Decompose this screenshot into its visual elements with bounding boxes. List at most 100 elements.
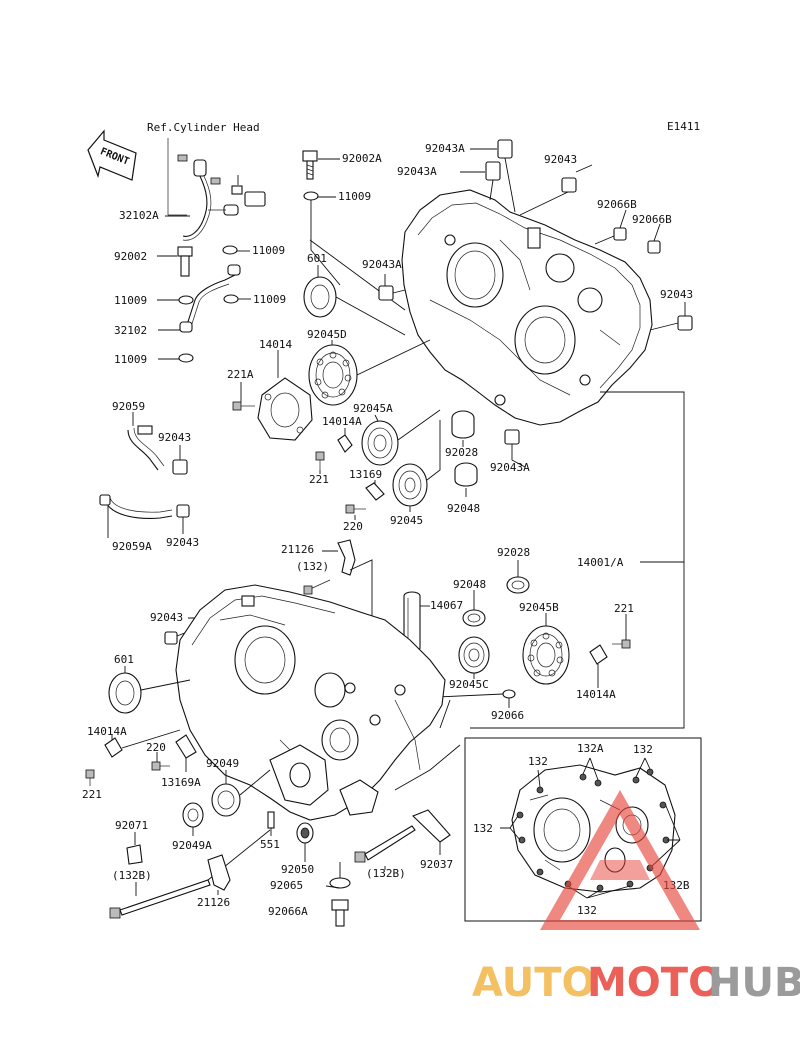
label-220-a: 220 [343,520,363,533]
washer-11009-c [178,295,194,305]
washer-11009-b [222,245,238,255]
clamp-92071 [126,844,143,865]
label-92071: 92071 [115,819,148,832]
label-132-paren: (132) [296,560,329,573]
inset-label-132A: 132A [577,742,604,755]
label-92045: 92045 [390,514,423,527]
bolt-132B-a [109,879,211,919]
label-11009-b: 11009 [252,244,285,257]
oil-seal-92049 [211,783,241,817]
watermark-hub: HUB [708,960,800,1006]
label-13169: 13169 [349,468,382,481]
label-551: 551 [260,838,280,851]
oil-pipe-32102A [167,138,266,241]
dowel-92043A-a [497,139,513,159]
screw-221-c [85,769,95,786]
plate-14014 [257,377,313,441]
label-92002: 92002 [114,250,147,263]
label-14014: 14014 [259,338,292,351]
ref-cylinder-head-note: Ref.Cylinder Head [147,121,260,134]
dowel-92043-d [677,315,693,331]
label-32102: 32102 [114,324,147,337]
label-14014A-a: 14014A [322,415,362,428]
label-92028-a: 92028 [445,446,478,459]
label-14067: 14067 [430,599,463,612]
oil-seal-601-b [108,672,142,714]
bracket-14014A-c [104,737,123,758]
automotohub-watermark: AUTO MOTO HUB [472,790,800,1006]
label-11009-c: 11009 [114,294,147,307]
label-92043-d: 92043 [660,288,693,301]
label-92066: 92066 [491,709,524,722]
plug-92066 [502,689,516,699]
label-92045B: 92045B [519,601,559,614]
screw-220-b [151,761,170,771]
label-92048-b: 92048 [453,578,486,591]
upper-crankcase [401,189,653,426]
label-92048-a: 92048 [447,502,480,515]
label-221A: 221A [227,368,254,381]
bearing-92045A [361,420,399,466]
label-132B-b: (132B) [366,867,406,880]
washer-11009-e [178,353,194,363]
front-arrow-icon: FRONT [87,129,137,181]
bolt-92002 [177,246,193,277]
bracket-14014A-b [589,644,608,665]
screw-221-b [612,639,631,649]
label-14014A-c: 14014A [87,725,127,738]
label-220-b: 220 [146,741,166,754]
bracket-21126-b [207,854,231,891]
label-14001A: 14001/A [577,556,624,569]
bolt-132B-b [354,825,416,863]
label-92065: 92065 [270,879,303,892]
label-21126: 21126 [281,543,314,556]
label-11009-e: 11009 [114,353,147,366]
bracket-14014A-a [337,434,353,453]
label-92066B-a: 92066B [597,198,637,211]
label-92059: 92059 [112,400,145,413]
label-92043-e: 92043 [150,611,183,624]
label-11009-d: 11009 [253,293,286,306]
bearing-92045B [522,625,570,685]
bearing-92045D [308,344,358,406]
bracket-21126 [337,539,356,576]
dowel-92043A-c [378,285,394,301]
label-132B-a: (132B) [112,869,152,882]
label-221-c: 221 [82,788,102,801]
dowel-92043-c [561,177,577,193]
dowel-92043-e [164,631,178,645]
bolt-92002A [302,150,318,180]
label-92043-a: 92043 [158,431,191,444]
breather-hose-92059 [127,425,165,471]
inset-label-132-b: 132 [633,743,653,756]
label-92066A: 92066A [268,905,308,918]
label-92045C: 92045C [449,678,489,691]
dowel-92043-a [172,459,188,475]
label-92045A: 92045A [353,402,393,415]
label-32102A: 32102A [119,209,159,222]
bushing-92048-b [462,609,486,627]
label-11009-a: 11009 [338,190,371,203]
label-21126-b: 21126 [197,896,230,909]
label-92037: 92037 [420,858,453,871]
label-13169A: 13169A [161,776,201,789]
label-92043A-c: 92043A [362,258,402,271]
label-92059A: 92059A [112,540,152,553]
screw-221-a [315,451,325,470]
oil-pipe-32102 [179,264,241,333]
diagram-code: E1411 [667,120,700,133]
label-92049A: 92049A [172,839,212,852]
bracket-13169 [365,482,385,501]
label-601-b: 601 [114,653,134,666]
breather-hose-92059A [99,494,173,519]
screw-221A [232,401,255,411]
watermark-auto: AUTO [472,960,596,1006]
label-92049: 92049 [206,757,239,770]
label-92045D: 92045D [307,328,347,341]
bracket-13169A [175,734,197,759]
inset-label-132-d: 132 [577,904,597,917]
label-92050: 92050 [281,863,314,876]
bearing-92045 [392,463,428,507]
guide-92037 [412,809,451,843]
label-14014A-b: 14014A [576,688,616,701]
